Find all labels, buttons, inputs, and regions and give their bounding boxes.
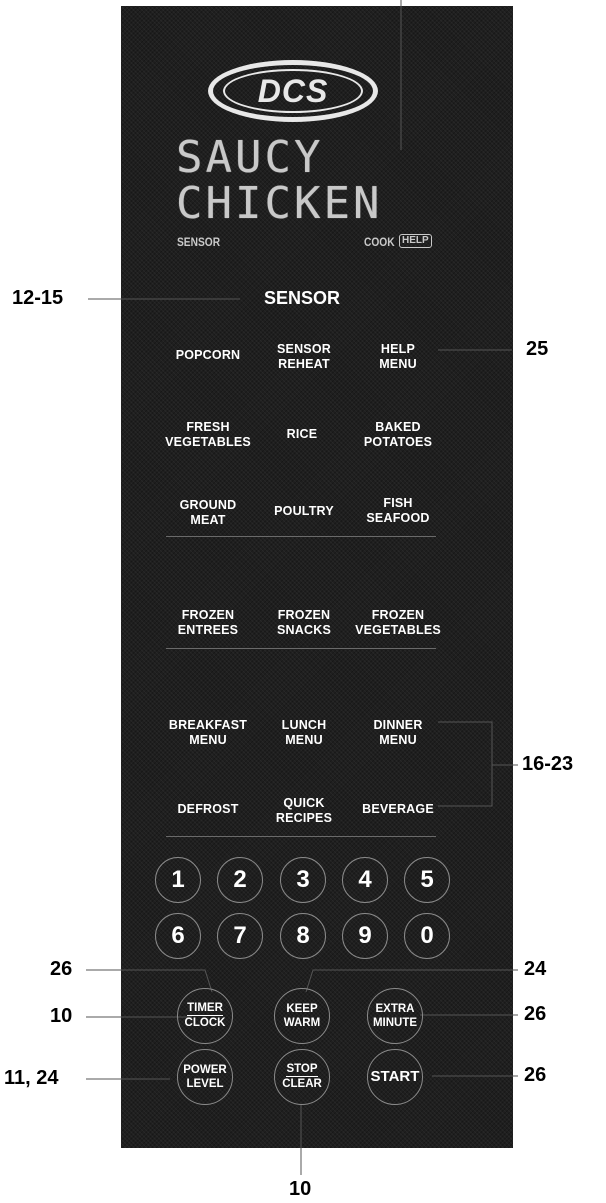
level-label: LEVEL [186, 1078, 224, 1090]
power-label: POWER [183, 1064, 227, 1076]
rice-button[interactable]: RICE [286, 427, 318, 441]
dcs-logo: DCS [208, 60, 378, 122]
minute-label: MINUTE [372, 1017, 418, 1029]
clear-label: CLEAR [282, 1078, 322, 1090]
callout-power-level: 11, 24 [4, 1067, 59, 1089]
frozen-divider [166, 648, 436, 649]
number-2-button[interactable]: 2 [217, 857, 263, 903]
display-help-badge: HELP [399, 234, 432, 248]
beverage-button[interactable]: BEVERAGE [362, 802, 434, 816]
frozen-entrees-button[interactable]: FROZEN ENTREES [177, 608, 239, 637]
callout-help-menu: 25 [526, 338, 549, 360]
number-4-button[interactable]: 4 [342, 857, 388, 903]
popcorn-button[interactable]: POPCORN [175, 348, 241, 362]
poultry-button[interactable]: POULTRY [274, 504, 334, 518]
sensor-section-title: SENSOR [263, 288, 341, 308]
stop-clear-button[interactable]: STOP CLEAR [274, 1049, 330, 1105]
control-panel [121, 6, 513, 1148]
number-7-button[interactable]: 7 [217, 913, 263, 959]
dinner-menu-button[interactable]: DINNER MENU [373, 718, 423, 747]
baked-potatoes-button[interactable]: BAKED POTATOES [363, 420, 433, 449]
number-9-button[interactable]: 9 [342, 913, 388, 959]
clock-label: CLOCK [184, 1017, 226, 1029]
lunch-menu-button[interactable]: LUNCH MENU [281, 718, 327, 747]
callout-sensor-range: 12-15 [12, 287, 64, 309]
warm-label: WARM [283, 1017, 321, 1029]
timer-clock-button[interactable]: TIMER CLOCK [177, 988, 233, 1044]
display-line-2: CHICKEN [176, 178, 383, 229]
display-cook-indicator: COOK [364, 235, 395, 249]
number-0-button[interactable]: 0 [404, 913, 450, 959]
callout-keep-warm: 24 [524, 958, 547, 980]
sensor-reheat-button[interactable]: SENSOR REHEAT [277, 342, 331, 371]
extra-minute-button[interactable]: EXTRA MINUTE [367, 988, 423, 1044]
quick-recipes-button[interactable]: QUICK RECIPES [275, 796, 333, 825]
keep-label: KEEP [286, 1003, 318, 1015]
menu-divider [166, 836, 436, 837]
callout-extra-minute: 26 [524, 1003, 547, 1025]
start-button[interactable]: START [367, 1049, 423, 1105]
keep-warm-button[interactable]: KEEP WARM [274, 988, 330, 1044]
display-line-1: SAUCY [176, 132, 324, 183]
defrost-button[interactable]: DEFROST [177, 802, 239, 816]
callout-timer: 26 [50, 958, 73, 980]
callout-stop-clear: 10 [289, 1178, 312, 1200]
power-level-button[interactable]: POWER LEVEL [177, 1049, 233, 1105]
extra-label: EXTRA [375, 1003, 415, 1015]
ground-meat-button[interactable]: GROUND MEAT [179, 498, 237, 527]
help-menu-button[interactable]: HELP MENU [379, 342, 417, 371]
frozen-vegetables-button[interactable]: FROZEN VEGETABLES [355, 608, 441, 637]
callout-clock: 10 [50, 1005, 73, 1027]
callout-menu-range: 16-23 [522, 753, 574, 775]
breakfast-menu-button[interactable]: BREAKFAST MENU [168, 718, 248, 747]
fresh-vegetables-button[interactable]: FRESH VEGETABLES [165, 420, 251, 449]
number-1-button[interactable]: 1 [155, 857, 201, 903]
logo-text: DCS [223, 69, 363, 113]
stop-label: STOP [286, 1063, 318, 1077]
display-sensor-indicator: SENSOR [177, 235, 221, 249]
timer-label: TIMER [187, 1002, 223, 1016]
number-5-button[interactable]: 5 [404, 857, 450, 903]
number-6-button[interactable]: 6 [155, 913, 201, 959]
frozen-snacks-button[interactable]: FROZEN SNACKS [277, 608, 331, 637]
callout-start: 26 [524, 1064, 547, 1086]
number-3-button[interactable]: 3 [280, 857, 326, 903]
number-8-button[interactable]: 8 [280, 913, 326, 959]
fish-seafood-button[interactable]: FISH SEAFOOD [366, 496, 430, 525]
sensor-divider [166, 536, 436, 537]
